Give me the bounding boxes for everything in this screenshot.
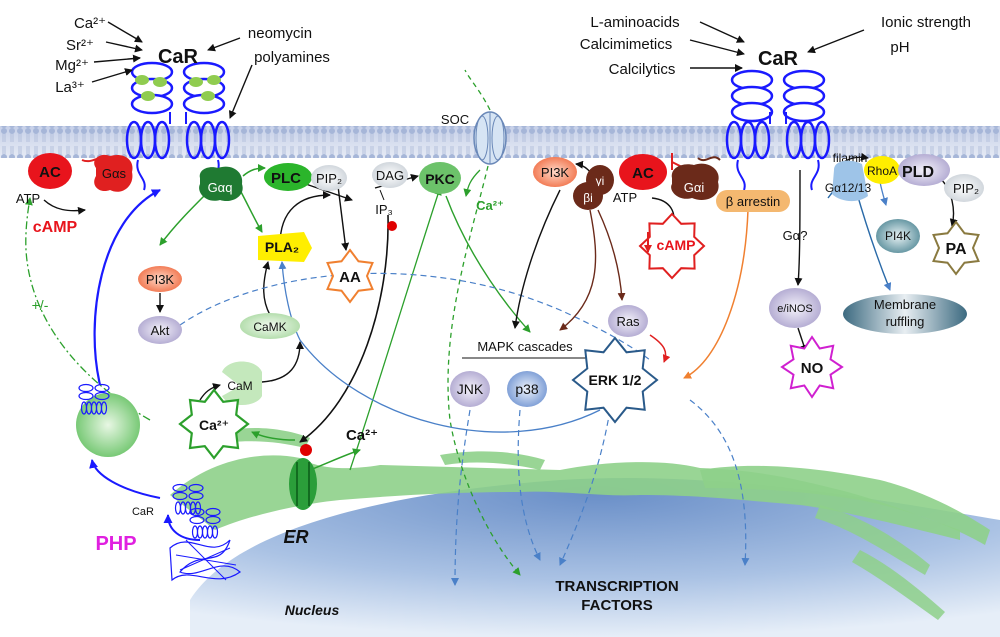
filamin-label: filamin xyxy=(833,151,868,165)
ga1213-label: Gα12/13 xyxy=(825,181,872,195)
pi4k-label: PI4K xyxy=(885,229,911,243)
camp-left-label: cAMP xyxy=(33,219,78,236)
er-label: ER xyxy=(283,527,308,547)
soc-channel-icon xyxy=(473,111,507,165)
pi3k-left-label: PI3K xyxy=(146,272,175,287)
vesicle-receptor-icon xyxy=(78,383,110,415)
plusminus-label: +/- xyxy=(32,297,49,313)
plc-label: PLC xyxy=(271,170,301,187)
rhoa-label: RhoA xyxy=(867,164,897,178)
polyamines-label: polyamines xyxy=(254,49,330,66)
calcimimetics-label: Calcimimetics xyxy=(580,36,673,53)
transcription-line2: FACTORS xyxy=(581,597,652,614)
ion-ca: Ca²⁺ xyxy=(74,15,106,32)
dag-label: DAG xyxy=(376,168,404,183)
neomycin-label: neomycin xyxy=(248,25,312,42)
ion-sr: Sr²⁺ xyxy=(66,37,94,54)
pi3k-right-label: PI3K xyxy=(541,165,570,180)
cam-label: CaM xyxy=(227,379,252,393)
membrane-ruffling-line1: Membrane xyxy=(874,297,936,312)
ac-left-label: AC xyxy=(39,164,61,181)
akt-label: Akt xyxy=(151,323,170,338)
nucleus-region xyxy=(170,427,1000,637)
beta-label: βi xyxy=(583,191,593,205)
ras-label: Ras xyxy=(616,314,640,329)
no-label: NO xyxy=(801,360,824,377)
jnk-label: JNK xyxy=(457,381,484,397)
ph-label: pH xyxy=(890,39,909,56)
pip2-right-label: PIP₂ xyxy=(953,181,979,196)
p38-label: p38 xyxy=(515,381,539,397)
membrane-ruffling-line2: ruffling xyxy=(886,314,925,329)
php-label: PHP xyxy=(95,533,136,555)
soc-ca-label: Ca²⁺ xyxy=(476,198,504,213)
right-car-receptor xyxy=(725,69,831,191)
soc-label: SOC xyxy=(441,112,469,127)
pip2-left-label: PIP₂ xyxy=(316,171,342,186)
ion-la: La³⁺ xyxy=(55,79,85,96)
ionic-strength-label: Ionic strength xyxy=(881,14,971,31)
calcilytics-label: Calcilytics xyxy=(609,61,676,78)
camk-label: CaMK xyxy=(253,320,286,334)
ac-right-label: AC xyxy=(632,165,654,182)
mapk-label: MAPK cascades xyxy=(477,339,573,354)
car-left-label: CaR xyxy=(158,46,199,68)
pkc-label: PKC xyxy=(425,171,455,187)
barrestin-label: β arrestin xyxy=(726,194,780,209)
ca-star-label: Ca²⁺ xyxy=(199,417,229,433)
center-nodes: SOC Ca²⁺ MAPK cascades JNK p38 ERK 1/2 T… xyxy=(441,112,679,614)
right-nodes: L-aminoacids Calcimimetics Calcilytics I… xyxy=(533,14,984,399)
camp-right-label: cAMP xyxy=(657,237,696,253)
transcription-line1: TRANSCRIPTION xyxy=(555,578,678,595)
gai-label: Gαi xyxy=(684,180,705,195)
nos-label: e/iNOS xyxy=(777,303,812,315)
nucleus-label: Nucleus xyxy=(285,602,340,618)
pld-label: PLD xyxy=(902,164,934,181)
car-right-label: CaR xyxy=(758,48,799,70)
gq-right-label: Gα? xyxy=(783,228,808,243)
erk-label: ERK 1/2 xyxy=(589,372,642,388)
atp-right-label: ATP xyxy=(613,190,637,205)
aa-label: AA xyxy=(339,269,361,286)
left-nodes: AC Gαs ATP cAMP Gαq PLC PIP₂ DAG PKC IP₃… xyxy=(16,153,461,618)
gamma-label: γi xyxy=(596,174,605,188)
ip3-label: IP₃ xyxy=(375,202,393,217)
php-receptor-icon xyxy=(172,483,221,539)
atp-left-label: ATP xyxy=(16,191,40,206)
aminoacids-label: L-aminoacids xyxy=(590,14,679,31)
ion-mg: Mg²⁺ xyxy=(55,57,89,74)
gaq-label: Gαq xyxy=(208,180,233,195)
gas-label: Gαs xyxy=(102,166,127,181)
top-labels: Ca²⁺ Sr²⁺ Mg²⁺ La³⁺ CaR neomycin polyami… xyxy=(55,15,798,96)
pla2-label: PLA₂ xyxy=(265,239,299,255)
ca-er-label: Ca²⁺ xyxy=(346,427,378,444)
left-car-receptor xyxy=(125,61,231,191)
pa-label: PA xyxy=(945,241,966,258)
car-small-label: CaR xyxy=(132,506,154,518)
